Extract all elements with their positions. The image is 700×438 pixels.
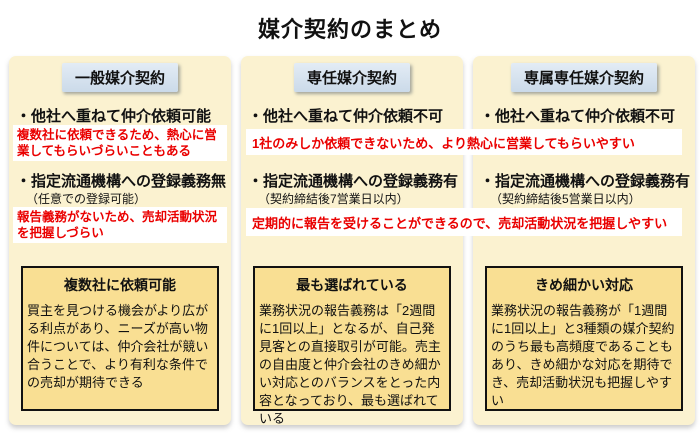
bullet-registration: ・指定流通機構への登録義務有 xyxy=(480,173,691,190)
bullet-registration-subnote: （契約締結後7営業日以内） xyxy=(258,192,409,206)
summary-box-general: 複数社に依頼可能 買主を見つける機会がより広がる利点があり、ニーズが高い物件につ… xyxy=(21,266,219,411)
column-header-general: 一般媒介契約 xyxy=(61,63,179,92)
red-note-no-report: 報告義務がないため、売却活動状況を把握しづらい xyxy=(13,207,227,243)
bullet-other-company: ・他社へ重ねて仲介依頼不可 xyxy=(248,108,444,125)
bullet-registration-subnote: （契約締結後5営業日以内） xyxy=(490,192,641,206)
column-exclusive-mediation: 専任媒介契約 ・他社へ重ねて仲介依頼不可 ・指定流通機構への登録義務有 （契約締… xyxy=(241,56,463,426)
bullet-registration: ・指定流通機構への登録義務無 xyxy=(16,173,227,190)
bullet-other-company: ・他社へ重ねて仲介依頼不可 xyxy=(480,108,676,125)
summary-box-title: きめ細かい対応 xyxy=(535,277,633,293)
red-note-multiple-request: 複数社に依頼できるため、熱心に営業してもらいづらいこともある xyxy=(13,125,227,161)
shared-red-note-periodic-report: 定期的に報告を受けることができるので、売却活動状況を把握しやすい xyxy=(246,208,682,236)
summary-box-title: 最も選ばれている xyxy=(296,277,408,293)
summary-box-dedicated-exclusive: きめ細かい対応 業務状況の報告義務が「1週間に1回以上」と3種類の媒介契約のうち… xyxy=(485,266,683,411)
bullet-other-company: ・他社へ重ねて仲介依頼可能 xyxy=(16,108,212,125)
summary-box-title: 複数社に依頼可能 xyxy=(64,277,176,293)
summary-box-body: 業務状況の報告義務は「2週間に1回以上」となるが、自己発見客との直接取引が可能。… xyxy=(259,303,441,426)
column-dedicated-exclusive-mediation: 専属専任媒介契約 ・他社へ重ねて仲介依頼不可 ・指定流通機構への登録義務有 （契… xyxy=(473,56,695,425)
bullet-registration-subnote: （任意での登録可能） xyxy=(26,192,147,206)
summary-box-body: 業務状況の報告義務が「1週間に1回以上」と3種類の媒介契約のうち最も高頻度である… xyxy=(491,303,675,408)
summary-box-exclusive: 最も選ばれている 業務状況の報告義務は「2週間に1回以上」となるが、自己発見客と… xyxy=(253,266,451,426)
summary-box-body: 買主を見つける機会がより広がる利点があり、ニーズが高い物件については、仲介会社が… xyxy=(27,303,209,390)
page-title: 媒介契約のまとめ xyxy=(257,17,442,42)
column-header-exclusive: 専任媒介契約 xyxy=(293,63,411,92)
shared-red-note-single-agent: 1社のみしか依頼できないため、より熱心に営業してもらいやすい xyxy=(246,129,682,155)
comparison-board: 一般媒介契約 ・他社へ重ねて仲介依頼可能 複数社に依頼できるため、熱心に営業して… xyxy=(0,56,700,438)
title-block: 媒介契約のまとめ xyxy=(0,0,700,56)
bullet-registration: ・指定流通機構への登録義務有 xyxy=(248,173,459,190)
column-general-mediation: 一般媒介契約 ・他社へ重ねて仲介依頼可能 複数社に依頼できるため、熱心に営業して… xyxy=(9,56,231,425)
column-header-dedicated-exclusive: 専属専任媒介契約 xyxy=(510,63,658,92)
